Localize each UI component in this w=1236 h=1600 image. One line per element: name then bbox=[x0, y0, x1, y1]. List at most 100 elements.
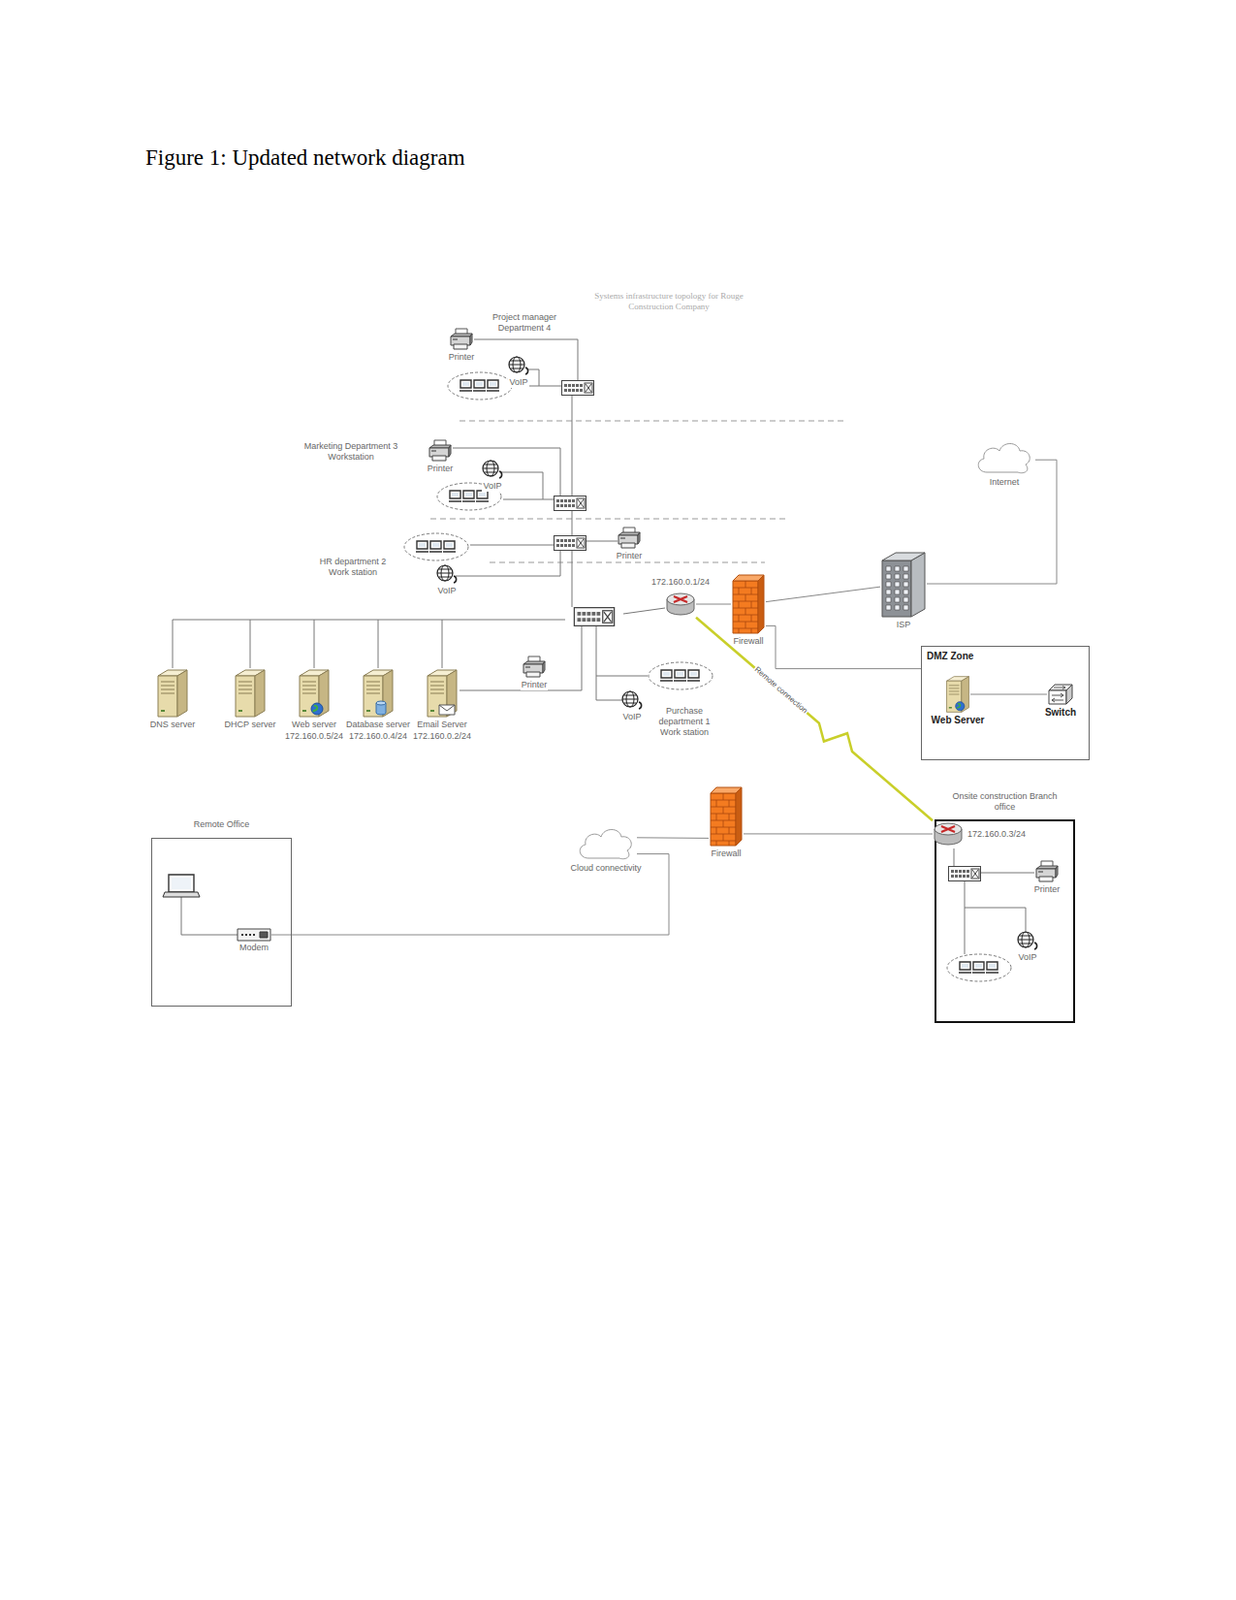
device-node: VoIP bbox=[1015, 929, 1040, 963]
device-label: Web Server bbox=[930, 714, 986, 727]
server-part bbox=[376, 700, 386, 705]
device-label: Printer bbox=[1033, 884, 1062, 895]
device-label: 172.160.0.2/24 bbox=[412, 730, 473, 742]
router-icon bbox=[932, 819, 964, 849]
device-label: VoIP bbox=[436, 585, 457, 597]
server-part bbox=[366, 709, 371, 712]
switch3d-part bbox=[1048, 690, 1067, 704]
department-label: Marketing Department 3 Workstation bbox=[296, 441, 406, 463]
server-part bbox=[238, 709, 243, 712]
globe-part bbox=[499, 471, 503, 478]
device-node: Printer bbox=[615, 526, 644, 562]
device-node: Email Server172.160.0.2/24 bbox=[412, 667, 473, 742]
device-label: 172.160.0.4/24 bbox=[348, 730, 409, 742]
cable bbox=[455, 550, 561, 576]
server-part bbox=[956, 703, 960, 709]
globe-part bbox=[508, 360, 525, 369]
printer-part bbox=[542, 661, 545, 673]
printer-part bbox=[637, 532, 640, 544]
globe-part bbox=[437, 565, 453, 581]
device-label: 172.160.0.5/24 bbox=[284, 730, 345, 742]
firewall-part bbox=[732, 580, 759, 634]
zone-separator bbox=[430, 420, 847, 563]
network-switch bbox=[573, 607, 614, 627]
server-part bbox=[235, 675, 255, 717]
device-label: Cloud connectivity bbox=[569, 862, 642, 874]
printer-icon bbox=[521, 655, 547, 679]
server-part bbox=[949, 706, 952, 709]
server-part bbox=[430, 681, 444, 694]
cable bbox=[596, 675, 624, 700]
printer-part bbox=[1055, 865, 1058, 878]
cable bbox=[172, 619, 443, 668]
device-label: VoIP bbox=[621, 711, 642, 723]
printer-part bbox=[1038, 871, 1044, 873]
cable bbox=[459, 626, 582, 691]
device-label: DHCP server bbox=[223, 719, 278, 730]
department-label: HR department 2 Work station bbox=[308, 556, 398, 578]
server-part bbox=[947, 680, 962, 712]
globe-part bbox=[622, 695, 638, 703]
network-switch bbox=[554, 496, 587, 511]
device-label: Firewall bbox=[731, 635, 764, 647]
server-part bbox=[160, 709, 165, 712]
cable bbox=[981, 872, 1035, 874]
cable bbox=[964, 907, 1026, 931]
device-node: VoIP bbox=[435, 563, 459, 597]
department-label: Project manager Department 4 bbox=[479, 312, 570, 334]
device-label: Printer bbox=[426, 463, 455, 475]
firewall-icon bbox=[708, 785, 744, 848]
server-part bbox=[160, 681, 175, 694]
figure-title: Figure 1: Updated network diagram bbox=[145, 145, 466, 171]
server-icon bbox=[945, 674, 971, 714]
department-label: Purchase department 1 Work station bbox=[648, 705, 721, 737]
printer-part bbox=[526, 671, 540, 677]
building-part bbox=[882, 552, 925, 561]
globe-part bbox=[1034, 942, 1038, 950]
cable bbox=[596, 626, 648, 676]
diagram-subtitle: Systems infrastructure topology for Roug… bbox=[585, 290, 753, 313]
firewall-part bbox=[758, 574, 764, 634]
cable bbox=[181, 896, 238, 935]
device-label: Modem bbox=[238, 942, 270, 953]
device-node: Printer bbox=[1033, 859, 1062, 895]
server-part bbox=[302, 709, 307, 712]
device-node: DNS server bbox=[149, 667, 197, 730]
router-part bbox=[941, 825, 955, 832]
building-part bbox=[911, 552, 925, 617]
device-node: VoIP bbox=[507, 354, 531, 388]
network-link bbox=[743, 832, 933, 834]
workstation-group bbox=[447, 372, 512, 400]
cable bbox=[571, 395, 573, 496]
device-node: Database server172.160.0.4/24 bbox=[345, 667, 412, 742]
network-switch bbox=[949, 866, 982, 882]
cable bbox=[527, 369, 539, 386]
cable bbox=[623, 607, 666, 614]
server-part bbox=[177, 669, 188, 717]
device-node: Firewall bbox=[708, 785, 744, 859]
device-label: Database server bbox=[345, 719, 412, 730]
globe-icon bbox=[480, 458, 505, 480]
globe-part bbox=[1017, 935, 1034, 944]
link-label: Remote connection bbox=[752, 664, 811, 716]
firewall-part bbox=[710, 792, 736, 846]
cable bbox=[964, 881, 966, 954]
device-label: VoIP bbox=[1016, 951, 1038, 963]
server-icon bbox=[361, 667, 395, 719]
network-link bbox=[765, 586, 881, 602]
printer-part bbox=[470, 333, 473, 346]
network-link bbox=[696, 603, 731, 605]
server-part bbox=[955, 701, 965, 711]
server-part bbox=[949, 685, 960, 695]
switch3d-part bbox=[1066, 684, 1073, 704]
device-label: ISP bbox=[895, 619, 913, 631]
network-link bbox=[271, 854, 669, 935]
server-part bbox=[302, 681, 317, 694]
server-part bbox=[439, 704, 455, 715]
cable bbox=[172, 339, 1035, 954]
printer-part bbox=[431, 450, 437, 452]
globe-part bbox=[622, 691, 638, 707]
device-node: Switch bbox=[1044, 682, 1078, 719]
printer-part bbox=[448, 444, 451, 457]
device-label: 172.160.0.3/24 bbox=[966, 828, 1027, 840]
